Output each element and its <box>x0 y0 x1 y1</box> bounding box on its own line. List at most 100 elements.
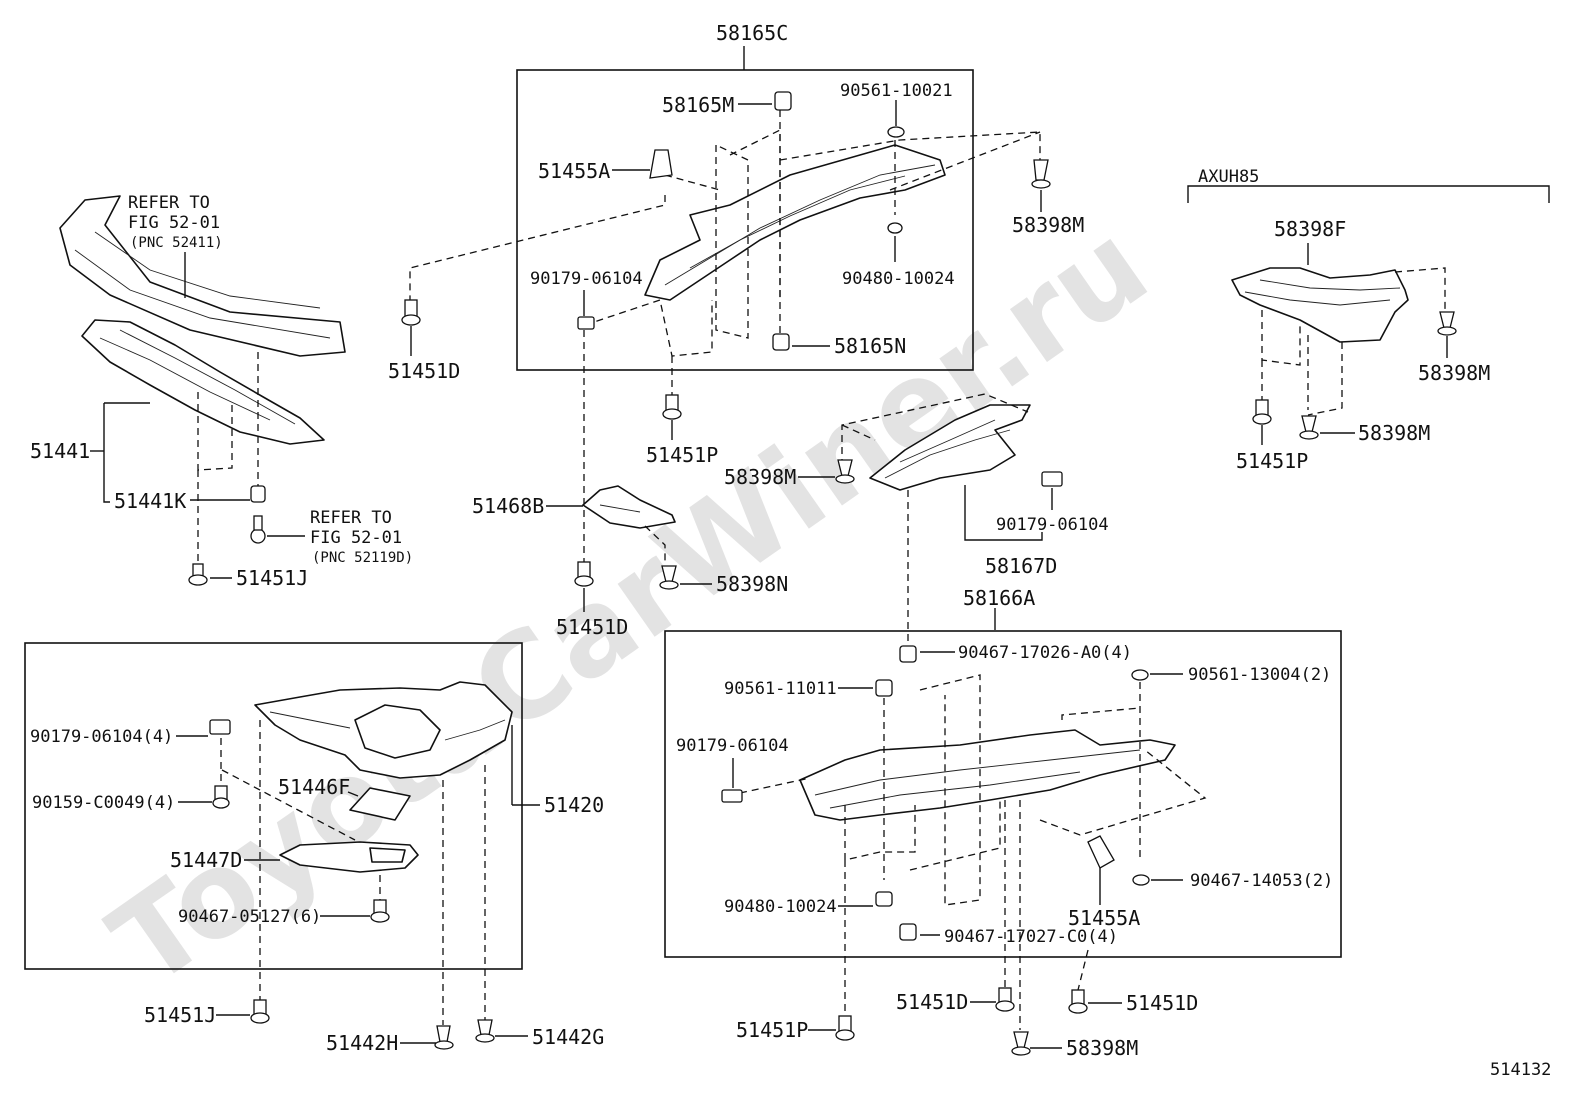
duct-51447D <box>279 841 419 873</box>
callout-51451J-top: 51451J <box>236 566 308 590</box>
callout-58165C: 58165C <box>716 21 788 45</box>
callout-58167D: 58167D <box>985 554 1057 578</box>
callout-90467-05127-6: 90467-05127(6) <box>178 907 321 927</box>
callout-51451D-b1: 51451D <box>896 990 968 1014</box>
callout-51441: 51441 <box>30 439 90 463</box>
bolt-refer <box>250 515 266 544</box>
callout-90179-06104-mid: 90179-06104 <box>996 515 1109 535</box>
clip-51442H <box>434 1025 454 1050</box>
clip-90179-br <box>721 789 743 803</box>
under-cover-58165C <box>644 144 946 301</box>
bolt-51451J-bot <box>250 999 270 1024</box>
callout-90467-17027: 90467-17027-C0(4) <box>944 927 1118 947</box>
callout-51451D-mid: 51451D <box>556 615 628 639</box>
bolt-51451P-mid <box>662 394 682 420</box>
clip-90179-4 <box>209 719 231 735</box>
bracket-51468B <box>582 485 676 529</box>
grommet-90467-17027 <box>899 923 917 941</box>
bolt-90159-C0049 <box>212 785 230 809</box>
clip-51455A-top <box>649 149 673 179</box>
refer-bumper-line1: REFER TO <box>128 193 210 213</box>
callout-90480-10024-br: 90480-10024 <box>724 897 837 917</box>
grommet-90467-17026 <box>899 645 917 663</box>
callout-58398M-bot: 58398M <box>1066 1036 1138 1060</box>
callout-58165M: 58165M <box>662 93 734 117</box>
callout-51441K: 51441K <box>114 489 186 513</box>
callout-90561-11011: 90561-11011 <box>724 679 837 699</box>
clip-90179-mid <box>1041 471 1063 487</box>
variant-label: AXUH85 <box>1198 167 1259 187</box>
callout-90179-06104-br: 90179-06104 <box>676 736 789 756</box>
callout-51420: 51420 <box>544 793 604 817</box>
clip-58398M-r1 <box>1437 311 1457 336</box>
callout-58165N: 58165N <box>834 334 906 358</box>
callout-58398F: 58398F <box>1274 217 1346 241</box>
callout-51455A-top: 51455A <box>538 159 610 183</box>
callout-90179-06104-4: 90179-06104(4) <box>30 727 173 747</box>
callout-51451J-bot: 51451J <box>144 1003 216 1027</box>
refer-bolt-line3: (PNC 52119D) <box>312 550 413 566</box>
bolt-51451P-right <box>1252 399 1272 425</box>
nut-90467-14053 <box>1132 874 1150 886</box>
clip-58398M-mid <box>835 459 855 484</box>
callout-58398M-r1: 58398M <box>1418 361 1490 385</box>
callout-51446F: 51446F <box>278 775 350 799</box>
nut-90480-10024-top <box>887 222 903 234</box>
shield-51446F <box>349 787 411 821</box>
callout-51442H: 51442H <box>326 1031 398 1055</box>
callout-90561-13004: 90561-13004(2) <box>1188 665 1331 685</box>
washer-90561-13004 <box>1131 669 1149 681</box>
callout-58398M-top: 58398M <box>1012 213 1084 237</box>
bolt-51451J-top <box>188 563 208 586</box>
bolt-51451D-b1 <box>995 987 1015 1012</box>
clip-51455A-br <box>1087 835 1115 869</box>
bolt-51451D-left <box>401 299 421 326</box>
clip-58398M-r2 <box>1299 415 1319 440</box>
figure-number: 514132 <box>1490 1060 1551 1080</box>
group-box-58165C <box>516 69 974 371</box>
callout-51451P-right: 51451P <box>1236 449 1308 473</box>
callout-58398M-mid: 58398M <box>724 465 796 489</box>
refer-bolt-line2: FIG 52-01 <box>310 528 402 548</box>
callout-51442G: 51442G <box>532 1025 604 1049</box>
clip-58398N <box>659 565 679 590</box>
under-cover-58166A <box>799 729 1176 821</box>
grommet-58165N <box>772 333 790 351</box>
front-bumper-part <box>59 195 346 357</box>
callout-51455A-br: 51455A <box>1068 906 1140 930</box>
bolt-51451D-b2 <box>1068 989 1088 1014</box>
bolt-51451D-mid <box>574 561 594 587</box>
callout-51451D-left: 51451D <box>388 359 460 383</box>
clip-51442G <box>475 1019 495 1043</box>
grommet-90561-11011 <box>875 679 893 697</box>
callout-58398N: 58398N <box>716 572 788 596</box>
clip-90179-top <box>577 316 595 330</box>
clip-58398M-top <box>1031 159 1051 189</box>
refer-bumper-line2: FIG 52-01 <box>128 213 220 233</box>
callout-90179-06104-top: 90179-06104 <box>530 269 643 289</box>
clip-58398M-bot <box>1011 1031 1031 1056</box>
bolt-51451P-bot <box>835 1015 855 1041</box>
callout-58166A: 58166A <box>963 586 1035 610</box>
callout-90467-17026: 90467-17026-A0(4) <box>958 643 1132 663</box>
refer-bolt-line1: REFER TO <box>310 508 392 528</box>
engine-under-cover-51420 <box>254 681 513 779</box>
callout-51468B: 51468B <box>472 494 544 518</box>
callout-90480-10024-top: 90480-10024 <box>842 269 955 289</box>
callout-51451P-bot: 51451P <box>736 1018 808 1042</box>
grommet-58165M <box>774 91 792 111</box>
under-cover-58167D <box>869 404 1031 491</box>
under-cover-58398F <box>1231 267 1409 343</box>
washer-90561-10021 <box>887 126 905 138</box>
refer-bumper-line3: (PNC 52411) <box>130 235 223 251</box>
callout-90467-14053: 90467-14053(2) <box>1190 871 1333 891</box>
nut-90480-10024-br <box>875 891 893 907</box>
callout-51447D: 51447D <box>170 848 242 872</box>
callout-90561-10021: 90561-10021 <box>840 81 953 101</box>
clip-51441K <box>250 485 266 503</box>
callout-51451D-b2: 51451D <box>1126 991 1198 1015</box>
callout-90159-C0049-4: 90159-C0049(4) <box>32 793 175 813</box>
bolt-90467-05127 <box>370 899 390 923</box>
engine-under-cover-51441 <box>81 319 325 445</box>
